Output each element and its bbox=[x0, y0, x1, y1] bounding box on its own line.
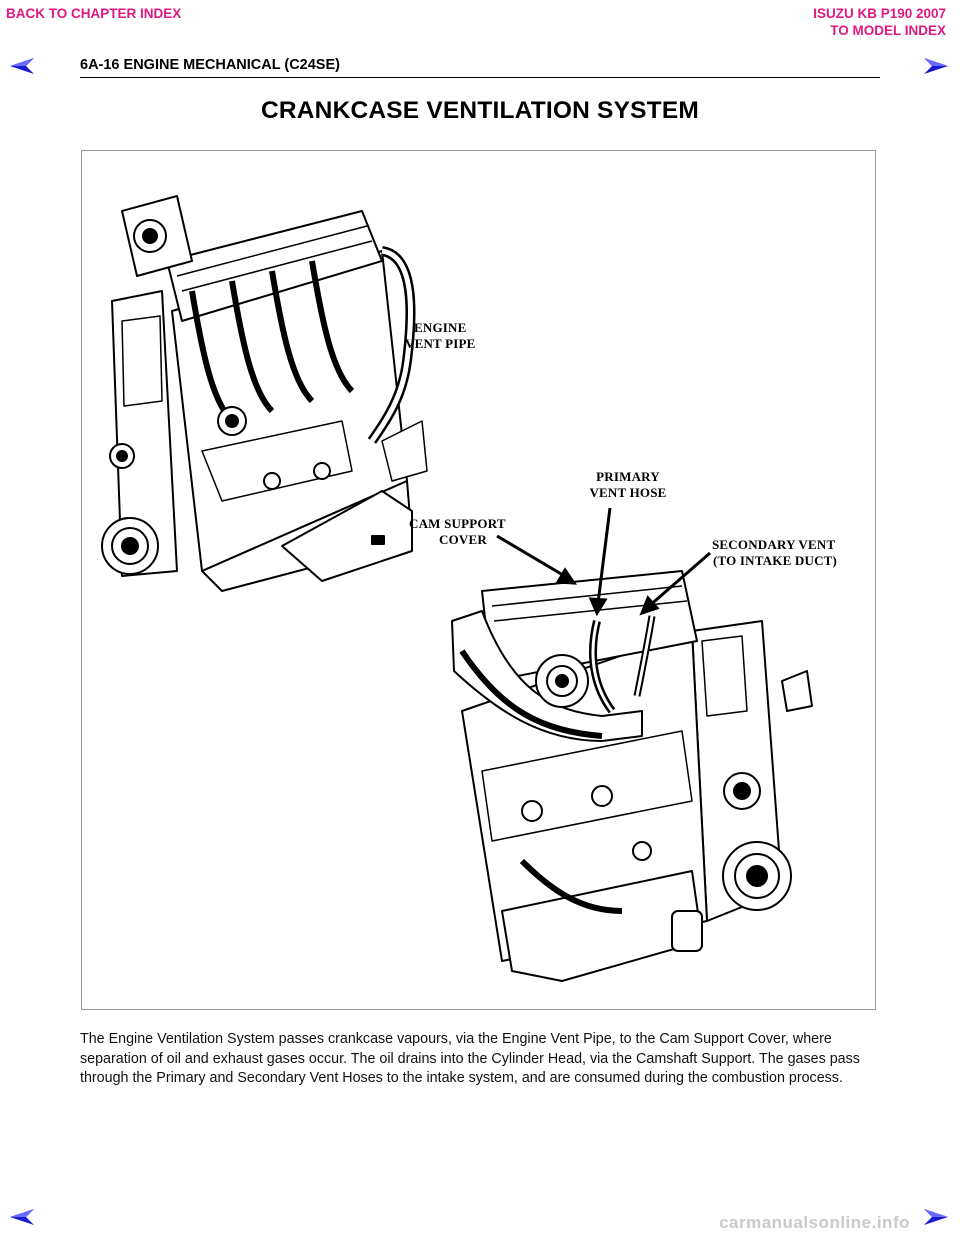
watermark: carmanualsonline.info bbox=[719, 1213, 910, 1232]
next-page-arrow-bottom-icon[interactable] bbox=[923, 1208, 949, 1226]
previous-page-arrow-bottom-icon[interactable] bbox=[9, 1208, 35, 1226]
model-title-link[interactable]: ISUZU KB P190 2007 bbox=[813, 6, 946, 21]
callout-secondary-vent: SECONDARY VENT (TO INTAKE DUCT) bbox=[712, 537, 838, 568]
callout-cam-support-cover: CAM SUPPORT COVER bbox=[409, 516, 506, 547]
engine-line-drawing bbox=[101, 195, 813, 982]
section-header: 6A-16 ENGINE MECHANICAL (C24SE) bbox=[80, 57, 340, 73]
header-divider bbox=[80, 77, 880, 78]
callout-engine-vent-pipe: ENGINE VENT PIPE bbox=[405, 320, 476, 351]
description-paragraph: The Engine Ventilation System passes cra… bbox=[80, 1031, 860, 1086]
callout-primary-vent-hose: PRIMARY VENT HOSE bbox=[589, 469, 667, 500]
engine-illustration-figure: ENGINE VENT PIPE PRIMARY VENT HOSE CAM S… bbox=[81, 150, 876, 1010]
to-model-index-link[interactable]: TO MODEL INDEX bbox=[830, 23, 946, 38]
next-page-arrow-icon[interactable] bbox=[923, 57, 949, 75]
page-title: CRANKCASE VENTILATION SYSTEM bbox=[261, 97, 699, 124]
back-to-chapter-index-link[interactable]: BACK TO CHAPTER INDEX bbox=[6, 6, 182, 21]
previous-page-arrow-icon[interactable] bbox=[9, 57, 35, 75]
